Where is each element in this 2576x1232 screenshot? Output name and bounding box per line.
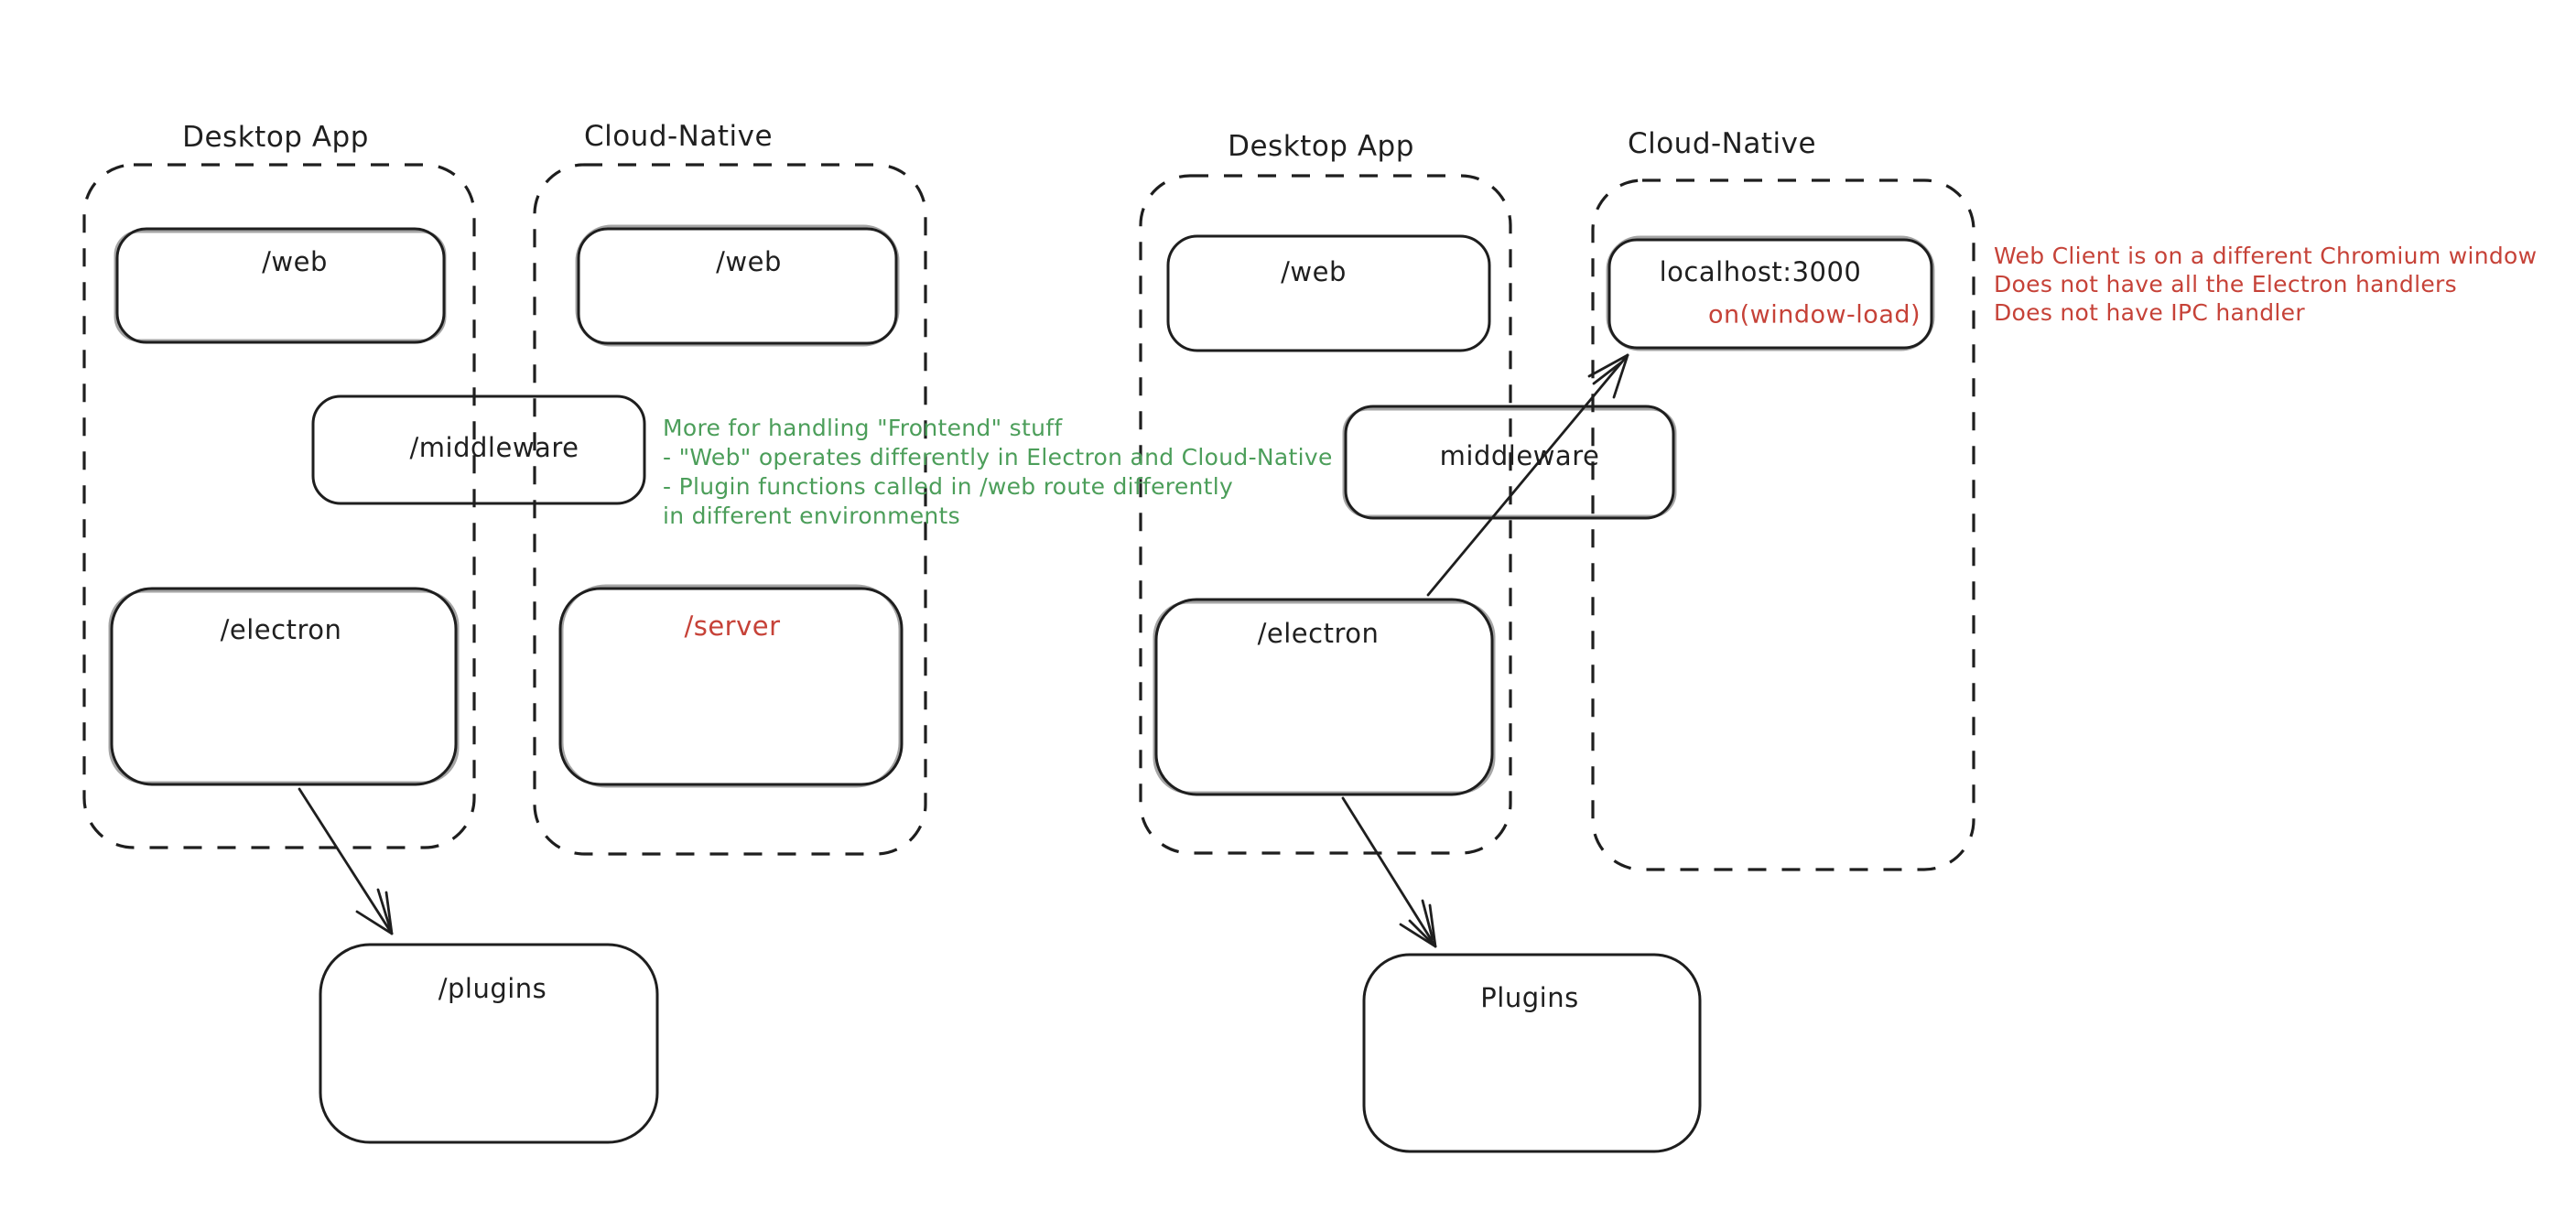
red-note-line-1: Web Client is on a different Chromium wi… bbox=[1994, 243, 2538, 269]
left-electron-label[interactable]: /electron bbox=[220, 614, 342, 645]
left-desktop-app-label[interactable]: Desktop App bbox=[182, 121, 369, 154]
left-cloud-native-container[interactable] bbox=[533, 163, 927, 856]
right-localhost-box[interactable] bbox=[1607, 238, 1933, 350]
left-desktop-web-box[interactable] bbox=[115, 227, 446, 344]
left-cloud-web-box[interactable] bbox=[577, 227, 898, 345]
localhost-label[interactable]: localhost:3000 bbox=[1659, 256, 1862, 287]
left-plugins-box[interactable] bbox=[319, 943, 659, 1144]
left-middleware-box[interactable] bbox=[311, 394, 646, 505]
red-note-line-2: Does not have all the Electron handlers bbox=[1994, 271, 2457, 297]
left-cloud-native-label[interactable]: Cloud-Native bbox=[583, 120, 774, 153]
right-web-box[interactable] bbox=[1166, 234, 1491, 352]
right-middleware-label[interactable]: middleware bbox=[1439, 440, 1600, 471]
left-electron-to-plugins-arrow[interactable] bbox=[298, 787, 394, 935]
green-note-line-4: in different environments bbox=[663, 503, 960, 529]
left-server-box[interactable] bbox=[558, 587, 904, 786]
right-middleware-box[interactable] bbox=[1344, 405, 1675, 520]
red-note-line-3: Does not have IPC handler bbox=[1994, 299, 2305, 326]
left-server-label[interactable]: /server bbox=[684, 611, 781, 642]
window-load-label[interactable]: on(window-load) bbox=[1707, 300, 1921, 330]
green-note-line-1: More for handling "Frontend" stuff bbox=[663, 415, 1063, 441]
right-cloud-native-label[interactable]: Cloud-Native bbox=[1627, 127, 1817, 160]
left-cloud-web-label[interactable]: /web bbox=[716, 246, 782, 277]
right-plugins-label[interactable]: Plugins bbox=[1480, 982, 1579, 1013]
right-cloud-native-container[interactable] bbox=[1591, 178, 1975, 871]
green-note-line-3: - Plugin functions called in /web route … bbox=[663, 473, 1234, 500]
right-web-label[interactable]: /web bbox=[1281, 256, 1347, 287]
green-note-line-2: - "Web" operates differently in Electron… bbox=[663, 444, 1333, 470]
right-electron-to-plugins-arrow[interactable] bbox=[1341, 796, 1437, 948]
right-desktop-app-label[interactable]: Desktop App bbox=[1228, 130, 1414, 163]
left-desktop-web-label[interactable]: /web bbox=[262, 246, 328, 277]
right-electron-to-localhost-arrow[interactable] bbox=[1426, 353, 1629, 597]
left-desktop-app-container[interactable] bbox=[82, 163, 476, 849]
right-electron-label[interactable]: /electron bbox=[1257, 618, 1380, 649]
left-plugins-label[interactable]: /plugins bbox=[438, 973, 547, 1004]
red-note[interactable]: Web Client is on a different Chromium wi… bbox=[1994, 242, 2537, 327]
green-note[interactable]: More for handling "Frontend" stuff - "We… bbox=[663, 414, 1333, 531]
right-desktop-app-container[interactable] bbox=[1139, 174, 1512, 855]
right-electron-box[interactable] bbox=[1154, 598, 1494, 796]
left-middleware-label[interactable]: /middleware bbox=[409, 432, 579, 463]
sketch-overdraw bbox=[108, 224, 1935, 794]
right-plugins-box[interactable] bbox=[1362, 953, 1702, 1153]
left-electron-box[interactable] bbox=[110, 587, 458, 786]
